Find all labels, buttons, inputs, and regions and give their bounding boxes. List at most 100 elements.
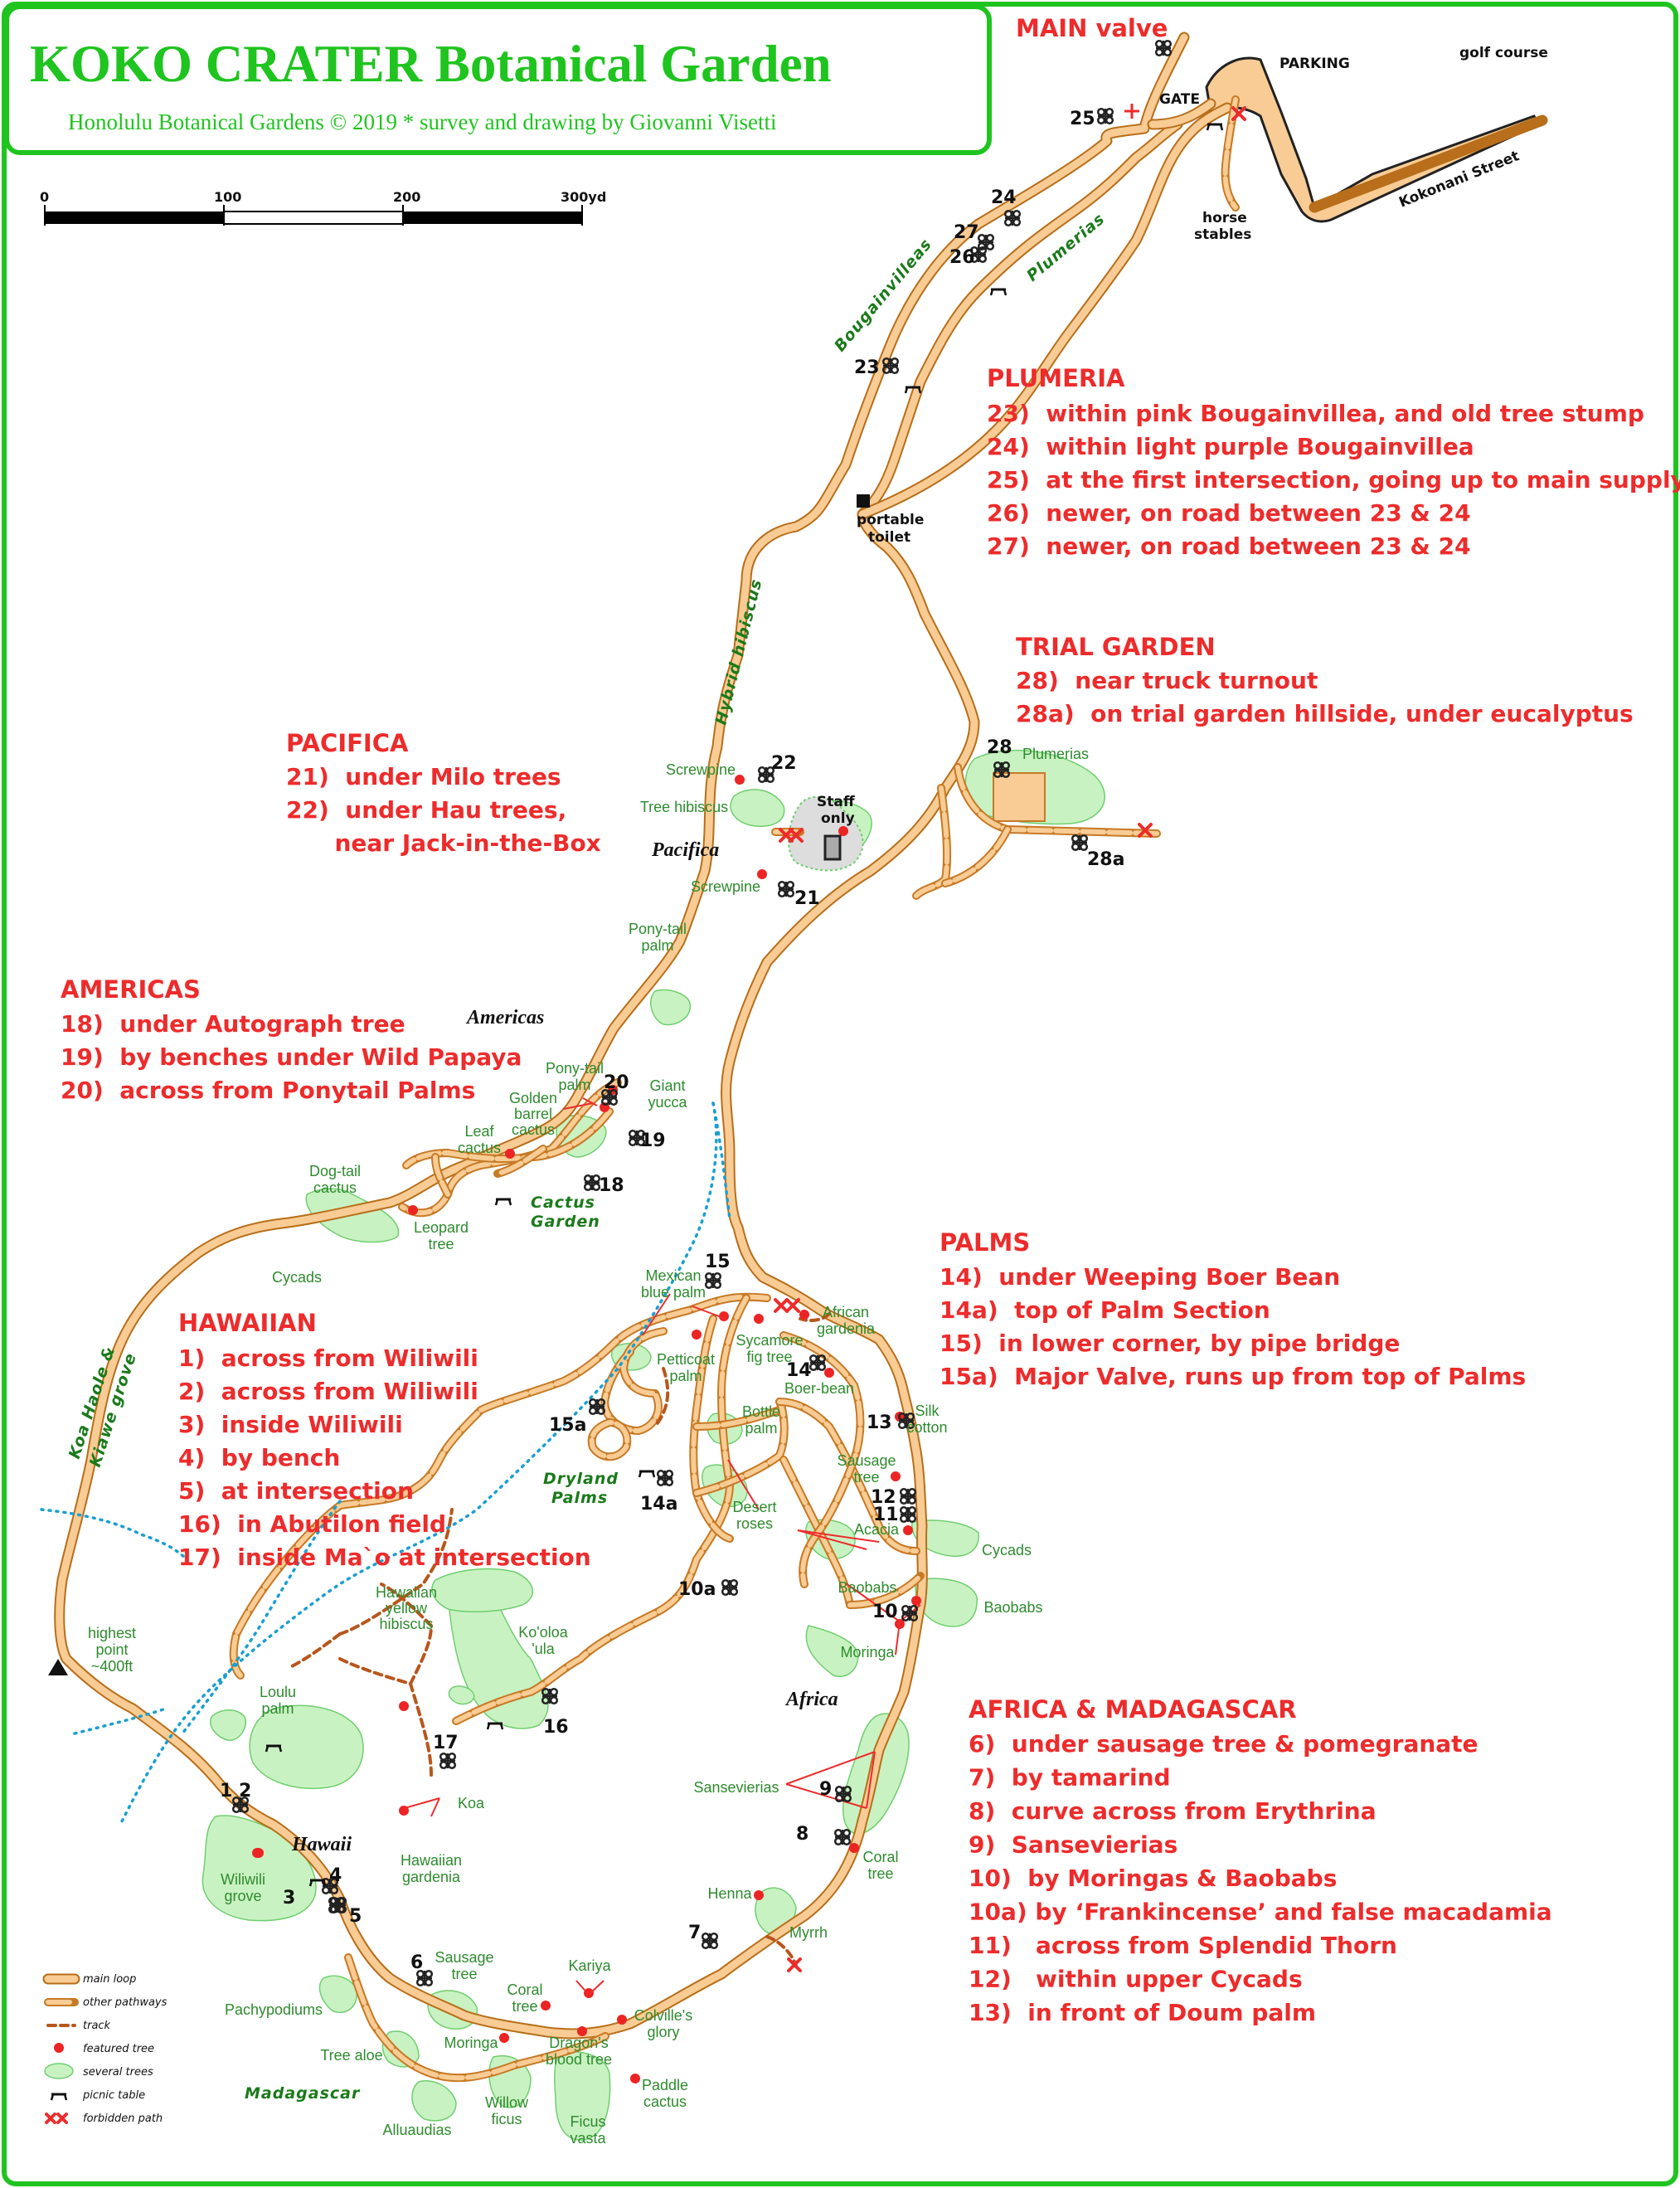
plant-label-colville: Colville's xyxy=(634,2007,692,2024)
plant-label-willow: Willow xyxy=(485,2094,529,2111)
scale-tick-300: 300yd xyxy=(561,189,606,205)
valve-number: 10a xyxy=(678,1579,716,1600)
section-item-palms: 15a) Major Valve, runs up from top of Pa… xyxy=(940,1363,1526,1390)
featured-tree-marker xyxy=(754,1890,764,1900)
valve-number: 7 xyxy=(688,1923,701,1943)
water-lines xyxy=(40,1101,731,1826)
plant-label-acacia: Acacia xyxy=(854,1521,900,1538)
section-item-plumeria: 26) newer, on road between 23 & 24 xyxy=(987,499,1471,527)
highest-point-icon xyxy=(48,1659,68,1675)
valve-number: 18 xyxy=(599,1175,624,1196)
valve-number: 6 xyxy=(410,1952,423,1973)
scale-tick-0: 0 xyxy=(40,189,49,205)
title-box xyxy=(4,4,992,155)
section-item-hawaiian: 2) across from Wiliwili xyxy=(178,1378,478,1405)
plant-label-sausage1: tree xyxy=(853,1469,879,1485)
main-valve-icon xyxy=(1154,39,1173,57)
leader-line xyxy=(727,1459,760,1510)
plant-label-koa: Koa xyxy=(458,1795,485,1811)
valve-number: 13 xyxy=(867,1412,892,1433)
section-item-palms: 14a) top of Palm Section xyxy=(940,1296,1270,1324)
featured-tree-marker xyxy=(617,2015,627,2025)
plant-label-dogtail: cactus xyxy=(313,1179,357,1196)
forbidden-path-icon xyxy=(789,828,804,843)
plant-label-golden: cactus xyxy=(512,1121,555,1138)
plant-label-coral1: tree xyxy=(867,1865,893,1882)
scale-bar: 0 100 200 300yd xyxy=(40,189,606,226)
plant-label-desert: Desert xyxy=(732,1499,776,1515)
area-americas: Americas xyxy=(465,1007,544,1028)
section-item-hawaiian: 5) at intersection xyxy=(178,1477,414,1505)
plant-label-bottle: Bottle xyxy=(742,1403,780,1420)
plant-label-pachy: Pachypodiums xyxy=(225,2001,323,2018)
section-item-americas: 19) by benches under Wild Papaya xyxy=(61,1043,522,1071)
section-item-palms: 15) in lower corner, by pipe bridge xyxy=(940,1330,1400,1357)
plant-label-wiliwili: Wiliwili xyxy=(221,1871,265,1888)
valve-number: 14a xyxy=(640,1494,677,1515)
plant-label-myrrh: Myrrh xyxy=(789,1924,828,1941)
plant-label-highest: highest xyxy=(88,1625,136,1641)
area-cactus-1: Cactus xyxy=(531,1194,595,1212)
legend-forbidden-path: forbidden path xyxy=(83,2113,163,2125)
forbidden-path-icon xyxy=(774,1298,789,1313)
featured-tree-marker xyxy=(799,1310,809,1320)
plant-label-hawyellow: Hawaiian xyxy=(376,1584,437,1601)
gate-label: GATE xyxy=(1159,91,1200,108)
featured-tree-marker xyxy=(499,2033,509,2043)
main-valve-label: MAIN valve xyxy=(1016,14,1168,42)
plant-label-kariya: Kariya xyxy=(568,1957,611,1974)
section-item-hawaiian: 1) across from Wiliwili xyxy=(178,1344,478,1372)
valve-number: 24 xyxy=(991,187,1017,208)
valve-number: 22 xyxy=(771,753,797,774)
horse-stables-label-2: stables xyxy=(1194,226,1251,243)
plant-label-ponytail1: Pony-tail xyxy=(629,921,687,937)
plant-label-paddle: Paddle xyxy=(642,2077,688,2093)
leader-line xyxy=(785,1751,876,1785)
plant-label-hawyellow: yellow xyxy=(386,1600,428,1617)
valve-number: 28a xyxy=(1087,849,1124,870)
featured-tree-marker xyxy=(838,826,848,836)
section-item-pacifica: near Jack-in-the-Box xyxy=(286,829,601,857)
valve-icon xyxy=(583,1174,601,1192)
valve-number: 12 xyxy=(871,1487,896,1508)
section-title-plumeria: PLUMERIA xyxy=(987,364,1125,392)
forbidden-path-icon xyxy=(785,1298,800,1313)
toilet-icon xyxy=(857,494,870,508)
plant-label-coral1: Coral xyxy=(862,1849,898,1865)
plant-label-ponytail1: palm xyxy=(641,937,673,954)
plant-label-henna: Henna xyxy=(707,1885,752,1902)
plant-label-golden: barrel xyxy=(514,1106,552,1122)
plant-label-dragon: Dragon's xyxy=(549,2035,608,2051)
featured-tree-marker xyxy=(692,1330,702,1340)
leader-line xyxy=(588,1980,605,1996)
plant-label-kooloa: 'ula xyxy=(532,1641,555,1657)
golf-course-label: golf course xyxy=(1459,45,1548,61)
area-hawaii: Hawaii xyxy=(291,1834,352,1855)
toilet-label-1: portable xyxy=(857,512,924,528)
plant-label-leaf: Leaf xyxy=(464,1123,494,1140)
section-item-africa: 10a) by ‘Frankincense’ and false macadam… xyxy=(969,1899,1552,1926)
area-dryland-1: Dryland xyxy=(543,1470,619,1488)
scale-tick-200: 200 xyxy=(393,189,420,205)
plant-label-moringa1: Moringa xyxy=(840,1644,895,1660)
section-title-trial: TRIAL GARDEN xyxy=(1016,633,1216,661)
forbidden-path-icon xyxy=(787,1957,802,1972)
plant-label-kooloa: Ko'oloa xyxy=(518,1624,568,1641)
section-item-palms: 14) under Weeping Boer Bean xyxy=(940,1263,1340,1291)
section-item-africa: 11) across from Splendid Thorn xyxy=(969,1932,1397,1959)
valve-number: 5 xyxy=(349,1906,362,1927)
legend-track: track xyxy=(83,2020,111,2032)
parking-label: PARKING xyxy=(1279,56,1350,72)
section-item-plumeria: 23) within pink Bougainvillea, and old t… xyxy=(987,400,1644,427)
plant-label-hawgardenia: Hawaiian xyxy=(401,1852,462,1869)
valve-number: 19 xyxy=(640,1130,666,1151)
plant-label-paddle: cactus xyxy=(643,2093,687,2110)
plant-label-giant: yucca xyxy=(648,1094,687,1111)
leader-line xyxy=(582,1097,598,1106)
plant-label-mexican: blue palm xyxy=(641,1284,706,1301)
leader-line xyxy=(866,1751,876,1809)
plant-label-leopard: Leopard xyxy=(414,1219,469,1236)
section-item-africa: 13) in front of Doum palm xyxy=(969,1999,1316,2026)
forbidden-path-icon xyxy=(1138,823,1153,838)
plant-label-golden: Golden xyxy=(509,1090,557,1106)
